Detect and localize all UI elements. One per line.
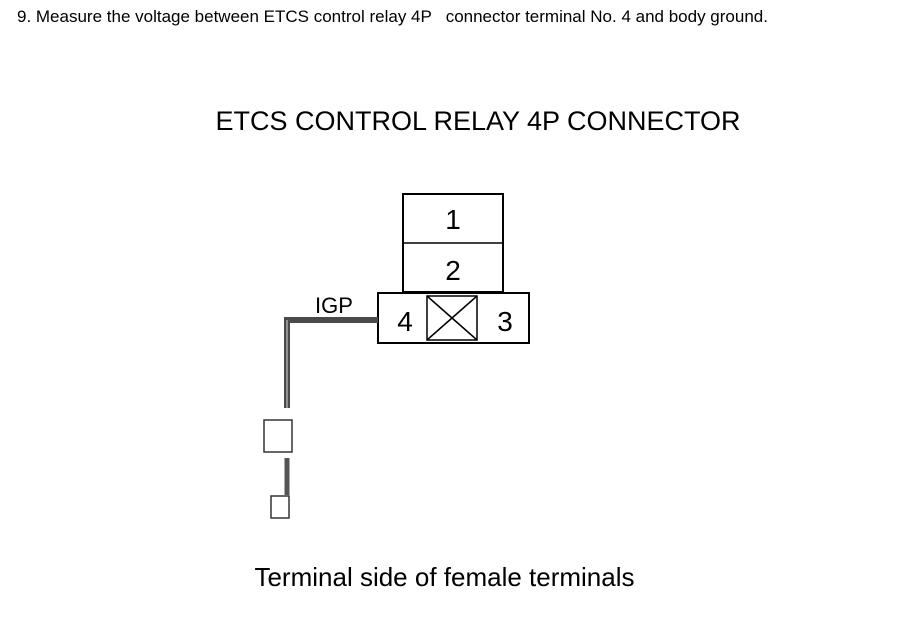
connector-title: ETCS CONTROL RELAY 4P CONNECTOR (215, 106, 741, 136)
ground-probe-icon (270, 495, 290, 519)
blank-cavity-cross (426, 295, 478, 341)
igp-wire (284, 317, 378, 408)
instruction-text: 9. Measure the voltage between ETCS cont… (17, 7, 768, 26)
terminal-1-label: 1 (445, 204, 461, 235)
terminal-2-label: 2 (445, 255, 461, 286)
wire-label: IGP (315, 293, 353, 318)
blank-cavity (426, 295, 478, 341)
connector-lower-body (377, 292, 530, 344)
terminal-3-label: 3 (497, 306, 513, 337)
probe-icon (263, 419, 293, 453)
diagram-caption: Terminal side of female terminals (254, 562, 635, 592)
terminal-4-label: 4 (397, 306, 413, 337)
